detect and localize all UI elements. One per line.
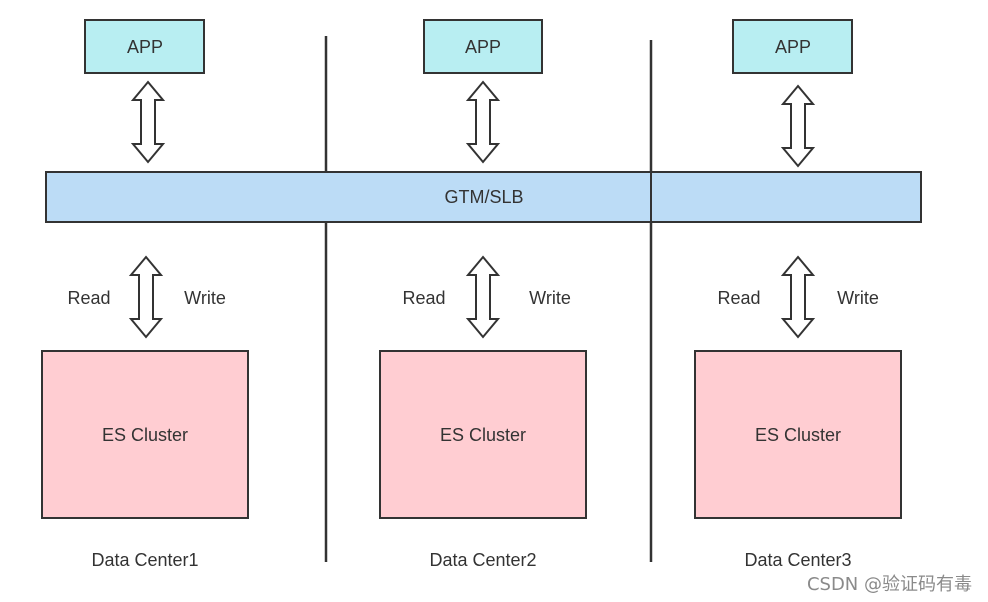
data-center-label: Data Center1 bbox=[91, 550, 198, 570]
csdn-watermark: CSDN @验证码有毒 bbox=[806, 574, 972, 595]
app-gtm-double-arrow bbox=[132, 81, 164, 163]
es-cluster-label: ES Cluster bbox=[440, 425, 526, 445]
app-label: APP bbox=[127, 37, 163, 57]
gtm-slb-bar: GTM/SLB bbox=[45, 171, 922, 223]
data-center-label: Data Center2 bbox=[429, 550, 536, 570]
gtm-slb-label: GTM/SLB bbox=[444, 187, 523, 207]
write-label: Write bbox=[837, 288, 879, 308]
write-label: Write bbox=[184, 288, 226, 308]
read-label: Read bbox=[402, 288, 445, 308]
data-center-2: APP Read Write ES Cluster Data Center2 bbox=[379, 19, 587, 570]
data-center-1: APP Read Write ES Cluster Data Center1 bbox=[41, 19, 249, 570]
app-gtm-double-arrow bbox=[467, 81, 499, 163]
es-cluster-label: ES Cluster bbox=[755, 425, 841, 445]
app-label: APP bbox=[465, 37, 501, 57]
data-center-3: APP Read Write ES Cluster Data Center3 bbox=[694, 19, 902, 570]
es-cluster-box bbox=[41, 350, 249, 519]
es-cluster-box bbox=[379, 350, 587, 519]
read-label: Read bbox=[67, 288, 110, 308]
es-cluster-box bbox=[694, 350, 902, 519]
es-cluster-label: ES Cluster bbox=[102, 425, 188, 445]
read-write-double-arrow bbox=[467, 256, 499, 338]
read-write-double-arrow bbox=[782, 256, 814, 338]
read-write-double-arrow bbox=[130, 256, 162, 338]
read-label: Read bbox=[717, 288, 760, 308]
write-label: Write bbox=[529, 288, 571, 308]
app-box bbox=[423, 19, 543, 74]
data-center-label: Data Center3 bbox=[744, 550, 851, 570]
app-box bbox=[84, 19, 205, 74]
app-gtm-double-arrow bbox=[782, 85, 814, 167]
app-label: APP bbox=[775, 37, 811, 57]
app-box bbox=[732, 19, 853, 74]
